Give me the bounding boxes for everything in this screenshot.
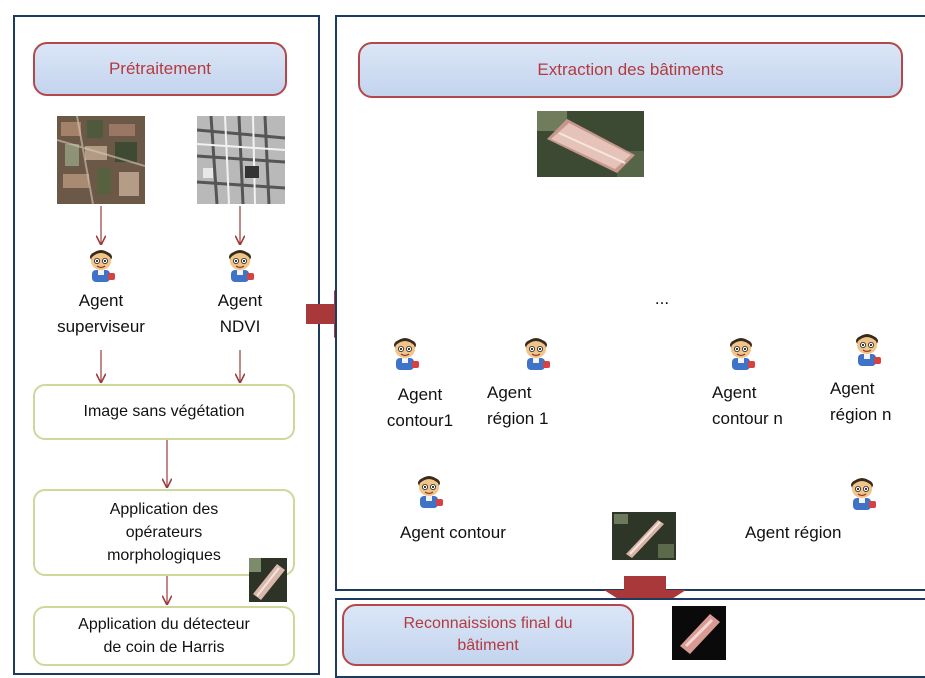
preprocessing-title-text: Prétraitement: [108, 58, 212, 78]
preprocessing-title: Prétraitement: [33, 42, 287, 96]
agent-contour-n-label: Agent contour n: [712, 380, 812, 433]
agent-contour-n-line2: contour n: [712, 409, 783, 429]
agent-region-n-line2: région n: [830, 405, 892, 425]
agent-contour1-icon: [388, 334, 422, 372]
agent-contour-label: Agent contour: [400, 520, 542, 546]
morph-line3: morphologiques: [107, 547, 221, 565]
harris-line1: Application du détecteur: [78, 615, 250, 633]
agent-region1-label: Agent région 1: [487, 380, 569, 433]
morph-line1: Application des: [109, 500, 219, 518]
agent-contour1-line1: Agent: [397, 385, 443, 404]
final-building-thumbnail: [672, 606, 726, 660]
agent-ndvi-icon: [223, 246, 257, 284]
agent-region-n-line1: Agent: [830, 379, 875, 398]
recognition-title: Reconnaissions final du bâtiment: [342, 604, 634, 666]
ellipsis-text: ...: [650, 286, 674, 312]
agent-region-n-label: Agent région n: [830, 376, 914, 429]
recognition-title-line2: bâtiment: [457, 637, 519, 654]
harris-detector-box: Application du détecteur de coin de Harr…: [33, 606, 295, 666]
agent-contour1-label: Agent contour1: [372, 382, 468, 435]
extraction-title-text: Extraction des bâtiments: [537, 59, 724, 79]
satellite-image-thumbnail: [57, 116, 145, 204]
morph-line2: opérateurs: [125, 523, 203, 541]
agent-ndvi-label-line1: Agent: [217, 291, 263, 310]
agent-region1-line2: région 1: [487, 409, 549, 429]
agent-contour-text: Agent contour: [400, 523, 506, 542]
agent-contour-n-line1: Agent: [712, 383, 757, 402]
image-sans-vegetation-box: Image sans végétation: [33, 384, 295, 440]
agent-superviseur-label: Agent superviseur: [40, 288, 162, 341]
agent-region1-icon: [519, 334, 553, 372]
agent-region-text: Agent région: [745, 523, 842, 542]
agent-ndvi-label: Agent NDVI: [195, 288, 285, 341]
ellipsis-value: ...: [654, 289, 670, 308]
agent-superviseur-icon: [84, 246, 118, 284]
recognition-title-line1: Reconnaissions final du: [403, 615, 573, 633]
agent-region-label: Agent région: [745, 520, 871, 546]
down-big-arrow: [604, 576, 686, 616]
morphology-result-thumbnail: [249, 558, 287, 602]
agent-superviseur-label-line2: superviseur: [57, 317, 145, 337]
agent-region-icon: [845, 474, 879, 512]
agent-superviseur-label-line1: Agent: [78, 291, 124, 310]
extraction-title: Extraction des bâtiments: [358, 42, 903, 98]
agent-contour-icon: [412, 472, 446, 510]
fusion-result-thumbnail: [612, 512, 676, 560]
harris-line2: de coin de Harris: [103, 639, 225, 656]
image-sans-vegetation-text: Image sans végétation: [83, 403, 245, 421]
agent-region1-line1: Agent: [487, 383, 532, 402]
ndvi-image-thumbnail: [197, 116, 285, 204]
agent-ndvi-label-line2: NDVI: [219, 317, 261, 337]
agent-contour1-line2: contour1: [386, 411, 454, 431]
agent-region-n-icon: [850, 330, 884, 368]
building-image-thumbnail: [537, 111, 644, 177]
agent-contour-n-icon: [724, 334, 758, 372]
